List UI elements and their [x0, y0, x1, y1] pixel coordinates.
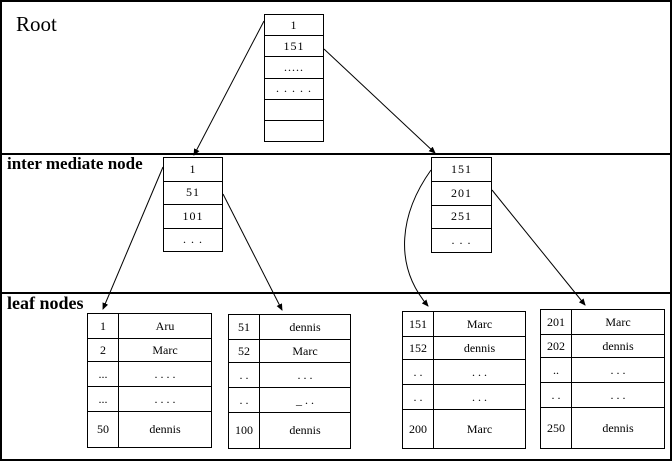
- leaf-key: 50: [88, 412, 119, 447]
- leaf-value: . . .: [434, 360, 525, 385]
- leaf-key: . .: [229, 363, 260, 388]
- leaf-key: 250: [541, 408, 572, 448]
- leaf-value: dennis: [602, 420, 634, 435]
- leaf-value: Marc: [260, 340, 350, 363]
- root-node-cell: .....: [265, 57, 323, 79]
- leaf-value: . . .: [260, 363, 350, 388]
- leaf-key: 201: [541, 310, 572, 335]
- leaf-key: 202: [541, 335, 572, 358]
- leaf-section-label: leaf nodes: [7, 293, 84, 313]
- leaf-value: dennis: [572, 335, 664, 358]
- root-section-divider: [2, 153, 670, 155]
- leaf-key: 52: [229, 340, 260, 363]
- leaf-value: . . . .: [119, 387, 211, 412]
- leaf-value: Marc: [434, 312, 525, 337]
- leaf-key: ...: [88, 362, 119, 387]
- leaf-key: 151: [403, 312, 434, 337]
- intermediate-node-left-box: 1 51 101 . . .: [163, 157, 223, 252]
- leaf-value: dennis: [434, 337, 525, 360]
- leaf-value: . . .: [434, 385, 525, 410]
- leaf-key: . .: [403, 385, 434, 410]
- intermediate-section-divider: [2, 292, 670, 294]
- leaf-key: 2: [88, 339, 119, 362]
- root-node-cell: [265, 121, 323, 141]
- intermediate-node-cell: 151: [432, 158, 491, 182]
- root-node-cell: 1: [265, 15, 323, 37]
- leaf-table-4: 201 Marc 202 dennis .. . . . . . . . . 2…: [540, 309, 665, 449]
- intermediate-node-cell: 251: [432, 206, 491, 230]
- arrow-right-intermediate-to-leaf4: [491, 189, 586, 306]
- root-node-cell: 151: [265, 36, 323, 58]
- intermediate-node-cell: 51: [164, 182, 222, 205]
- leaf-key: . .: [541, 383, 572, 408]
- leaf-table-3: 151 Marc 152 dennis . . . . . . . . . . …: [402, 311, 526, 449]
- intermediate-section-label: inter mediate node: [7, 154, 143, 173]
- leaf-key: . .: [403, 360, 434, 385]
- leaf-key: ..: [541, 358, 572, 383]
- intermediate-node-cell: . . .: [451, 233, 472, 248]
- arrow-left-intermediate-to-leaf1: [102, 166, 164, 310]
- leaf-value: dennis: [260, 315, 350, 340]
- leaf-key: . .: [229, 388, 260, 413]
- arrow-right-intermediate-to-leaf3: [404, 169, 432, 307]
- arrow-root-to-left-intermediate: [193, 20, 265, 156]
- leaf-value: dennis: [149, 422, 181, 436]
- leaf-key: 100: [229, 413, 260, 448]
- intermediate-node-cell: 101: [164, 205, 222, 229]
- root-node-cell: [265, 100, 323, 121]
- leaf-key: 200: [403, 410, 434, 448]
- leaf-value: . . .: [572, 383, 664, 408]
- intermediate-node-cell: 201: [432, 182, 491, 206]
- leaf-value: . . . .: [119, 362, 211, 387]
- leaf-key: 152: [403, 337, 434, 360]
- leaf-key: ...: [88, 387, 119, 412]
- leaf-value: Marc: [119, 339, 211, 362]
- leaf-value: Aru: [119, 314, 211, 339]
- root-section-label: Root: [16, 12, 57, 36]
- intermediate-node-cell: 1: [164, 158, 222, 182]
- root-node-cell: . . . . .: [265, 79, 323, 100]
- leaf-value: . . .: [572, 358, 664, 383]
- leaf-value: dennis: [289, 423, 321, 437]
- leaf-key: 1: [88, 314, 119, 339]
- leaf-table-1: 1 Aru 2 Marc ... . . . . ... . . . . 50 …: [87, 313, 212, 448]
- intermediate-node-right-box: 151 201 251 . . .: [431, 157, 492, 253]
- arrow-root-to-right-intermediate: [323, 48, 436, 154]
- leaf-value: Marc: [572, 310, 664, 335]
- leaf-table-2: 51 dennis 52 Marc . . . . . . . _ . . 10…: [228, 314, 351, 449]
- intermediate-node-cell: . . .: [183, 232, 203, 247]
- leaf-value: Marc: [466, 421, 493, 436]
- leaf-key: 51: [229, 315, 260, 340]
- leaf-value: _ . .: [260, 388, 350, 413]
- root-node-box: 1 151 ..... . . . . .: [264, 14, 324, 142]
